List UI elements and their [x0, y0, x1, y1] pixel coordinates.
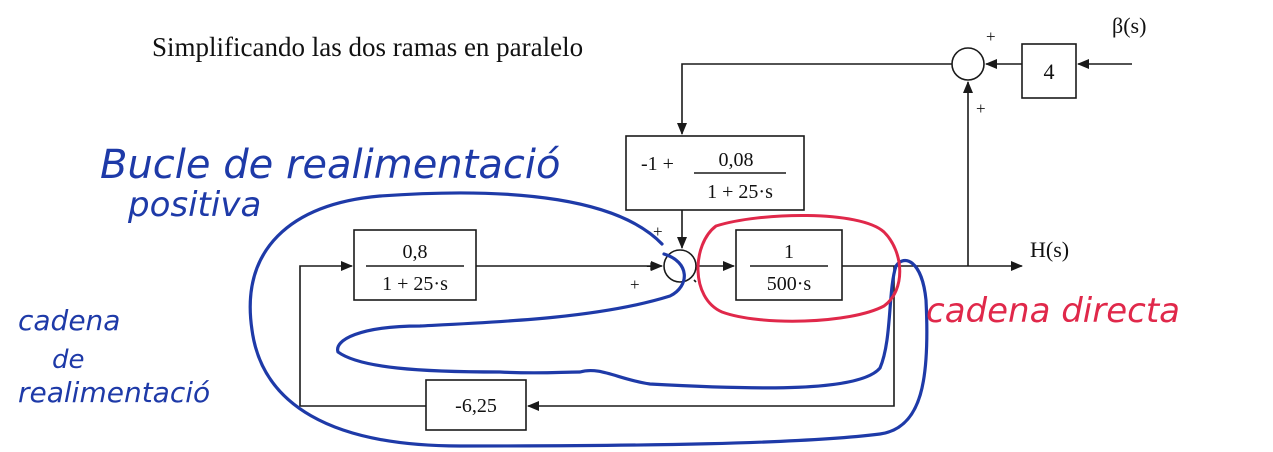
loop-annotation-line1: Bucle de realimentació [100, 142, 560, 188]
direct-chain-label: cadena directa [926, 291, 1180, 331]
gain-neg-to-feedback-arrow [299, 261, 426, 407]
feedback-chain-label-3: realimentació [18, 376, 210, 409]
gain-neg-value: -6,25 [455, 395, 497, 417]
forward-block [735, 229, 843, 301]
diagram-title: Simplificando las dos ramas en paralelo [152, 32, 583, 62]
junction-tick [693, 279, 697, 283]
forward-block-numerator: 1 [784, 241, 794, 263]
feedback-block-numerator: 0,8 [403, 241, 428, 263]
top-sum-to-middle-arrow [677, 63, 952, 135]
middle-block-denominator: 1 + 25·s [707, 181, 773, 203]
direct-chain-outline [696, 214, 902, 323]
top-summing-junction [951, 47, 985, 81]
positive-loop-outline [248, 191, 929, 448]
gain-4-block [1021, 43, 1077, 99]
top-sum-sign-bottom: + [976, 99, 986, 118]
feedback-block-denominator: 1 + 25·s [382, 273, 448, 295]
middle-block-numerator: 0,08 [719, 149, 754, 171]
gain-4-value: 4 [1044, 59, 1055, 84]
beta-input-label: β(s) [1112, 13, 1146, 38]
feedback-chain-label-1: cadena [18, 304, 120, 337]
forward-block-denominator: 500·s [767, 273, 812, 295]
feedback-chain-label-2: de [52, 345, 85, 375]
top-sum-sign-left: + [986, 27, 996, 46]
main-sum-sign-top: + [653, 222, 663, 241]
output-to-gain-neg-arrow [527, 266, 895, 411]
feedback-block [353, 229, 477, 301]
middle-block-prefix: -1 + [641, 153, 674, 175]
loop-annotation-line2: positiva [127, 185, 261, 225]
h-output-label: H(s) [1030, 237, 1069, 262]
gain-neg-block [425, 379, 527, 431]
main-sum-sign-bottom: + [630, 275, 640, 294]
